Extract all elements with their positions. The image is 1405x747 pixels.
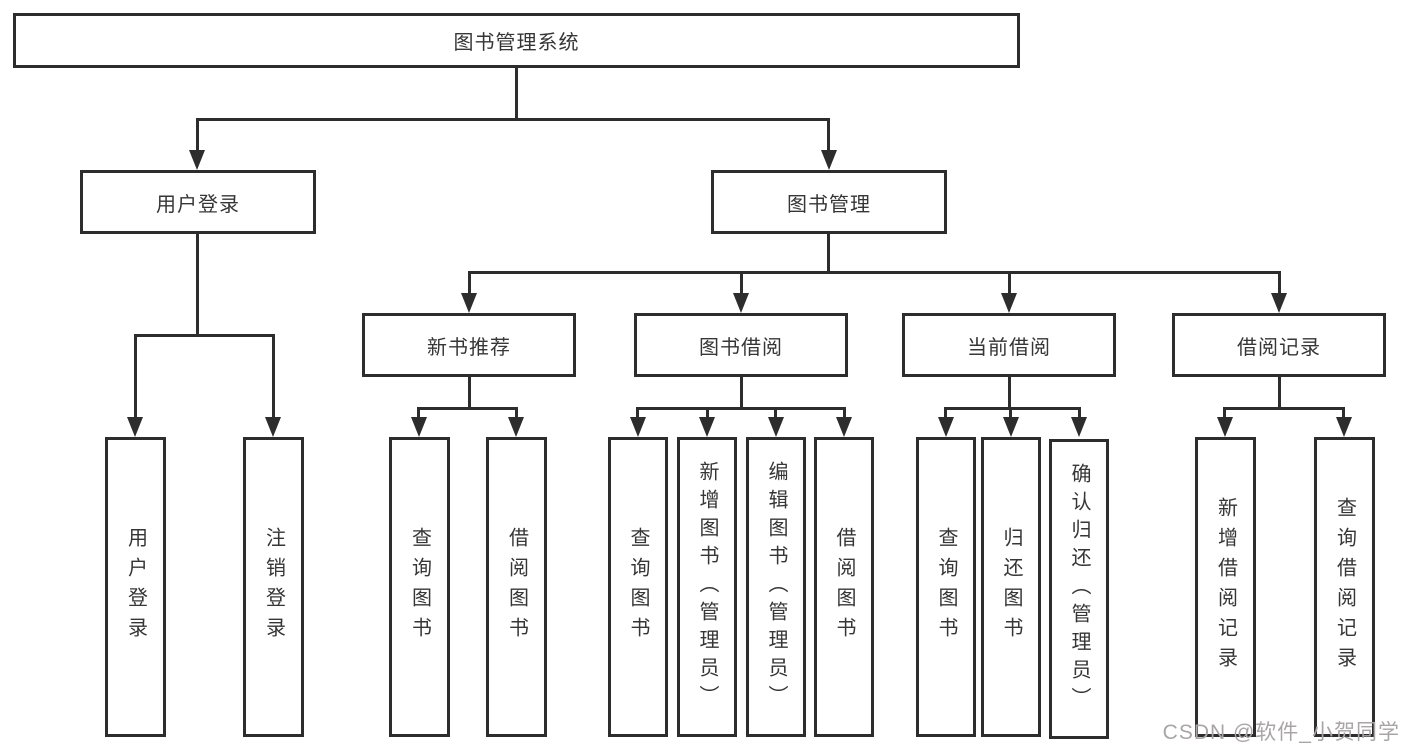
arrow-down-icon [508,417,524,437]
connector-current-drop-2 [1009,407,1012,419]
node-book-borrowing-label: 图书借阅 [699,336,783,359]
leaf-add-borrow-record: 新增借阅记录 [1195,437,1256,737]
connector-book-mgmt-hline [468,271,1281,274]
leaf-query-borrow-record: 查询借阅记录 [1314,437,1375,737]
arrow-down-icon [265,417,281,437]
arrow-down-icon [127,417,143,437]
connector-new-book-hline [417,407,518,410]
connector-book-mgmt-stem [827,234,830,274]
connector-new-book-drop-2 [515,407,518,419]
leaf-borrowing-edit-books-admin-label: 编辑图书（管理员） [765,461,787,713]
connector-book-mgmt-drop-3 [1008,271,1011,295]
leaf-borrowing-add-books-admin-label: 新增图书（管理员） [696,461,718,713]
connector-root-drop-right [827,118,830,153]
node-current-borrowing: 当前借阅 [902,313,1116,377]
leaf-newbook-borrow-books: 借阅图书 [486,437,547,737]
leaf-borrowing-borrow-books-label: 借阅图书 [833,527,855,647]
arrow-down-icon [836,417,852,437]
connector-user-login-stem [196,234,199,337]
leaf-current-query-books-label: 查询图书 [935,527,957,647]
arrow-down-icon [1217,417,1233,437]
arrow-down-icon [461,293,477,313]
leaf-borrowing-borrow-books: 借阅图书 [814,437,874,737]
leaf-current-confirm-return-admin-label: 确认归还（管理员） [1068,463,1090,715]
node-root-label: 图书管理系统 [453,32,580,54]
leaf-logout: 注销登录 [243,437,304,737]
arrow-down-icon [1003,417,1019,437]
leaf-borrowing-add-books-admin: 新增图书（管理员） [677,437,737,737]
connector-current-hline [944,407,1081,410]
connector-user-login-hline [134,334,275,337]
leaf-user-login: 用户登录 [105,437,166,737]
connector-new-book-stem [468,377,471,410]
connector-root-drop-left [196,118,199,153]
arrow-down-icon [1336,417,1352,437]
node-current-borrowing-label: 当前借阅 [967,336,1051,359]
node-user-login: 用户登录 [80,170,316,234]
connector-book-mgmt-drop-4 [1278,271,1281,295]
node-root-library-system: 图书管理系统 [13,13,1020,68]
leaf-borrowing-query-books: 查询图书 [608,437,668,737]
connector-user-login-drop-1 [134,334,137,418]
leaf-logout-label: 注销登录 [262,527,285,647]
leaf-borrowing-query-books-label: 查询图书 [627,527,649,647]
arrow-down-icon [1001,293,1017,313]
arrow-down-icon [733,293,749,313]
connector-borrowing-hline [636,407,846,410]
connector-book-mgmt-drop-2 [740,271,743,295]
connector-records-drop-2 [1342,407,1345,419]
connector-current-drop-3 [1078,407,1081,419]
arrow-down-icon [1271,293,1287,313]
connector-records-stem [1278,377,1281,410]
leaf-newbook-borrow-books-label: 借阅图书 [505,527,528,647]
node-new-book-recommend-label: 新书推荐 [427,336,511,359]
leaf-add-borrow-record-label: 新增借阅记录 [1214,497,1237,677]
arrow-down-icon [630,417,646,437]
node-book-management: 图书管理 [711,170,947,234]
connector-records-drop-1 [1223,407,1226,419]
arrow-down-icon [699,417,715,437]
connector-borrowing-drop-2 [706,407,709,419]
arrow-down-icon [938,417,954,437]
connector-user-login-drop-2 [272,334,275,418]
leaf-current-confirm-return-admin: 确认归还（管理员） [1049,439,1109,739]
arrow-down-icon [189,150,205,170]
connector-current-drop-1 [944,407,947,419]
connector-current-stem [1008,377,1011,410]
connector-borrowing-drop-1 [636,407,639,419]
arrow-down-icon [768,417,784,437]
leaf-newbook-query-books: 查询图书 [389,437,450,737]
arrow-down-icon [821,150,837,170]
leaf-current-return-books: 归还图书 [981,437,1041,737]
node-book-management-label: 图书管理 [787,193,871,216]
node-user-login-label: 用户登录 [156,193,240,216]
csdn-watermark: CSDN @软件_小贺同学 [1162,721,1400,744]
leaf-newbook-query-books-label: 查询图书 [408,527,431,647]
arrow-down-icon [411,417,427,437]
connector-root-hline [196,118,830,121]
connector-records-hline [1223,407,1345,410]
connector-root-stem [515,68,518,120]
arrow-down-icon [1071,417,1087,437]
node-borrowing-records-label: 借阅记录 [1237,336,1321,359]
connector-borrowing-drop-4 [843,407,846,419]
leaf-query-borrow-record-label: 查询借阅记录 [1333,497,1356,677]
leaf-user-login-label: 用户登录 [124,527,147,647]
leaf-current-query-books: 查询图书 [916,437,976,737]
node-new-book-recommend: 新书推荐 [362,313,576,377]
connector-borrowing-stem [740,377,743,410]
node-borrowing-records: 借阅记录 [1172,313,1386,377]
leaf-borrowing-edit-books-admin: 编辑图书（管理员） [746,437,806,737]
leaf-current-return-books-label: 归还图书 [1000,527,1022,647]
node-book-borrowing: 图书借阅 [634,313,848,377]
connector-borrowing-drop-3 [774,407,777,419]
connector-book-mgmt-drop-1 [468,271,471,295]
connector-new-book-drop-1 [417,407,420,419]
